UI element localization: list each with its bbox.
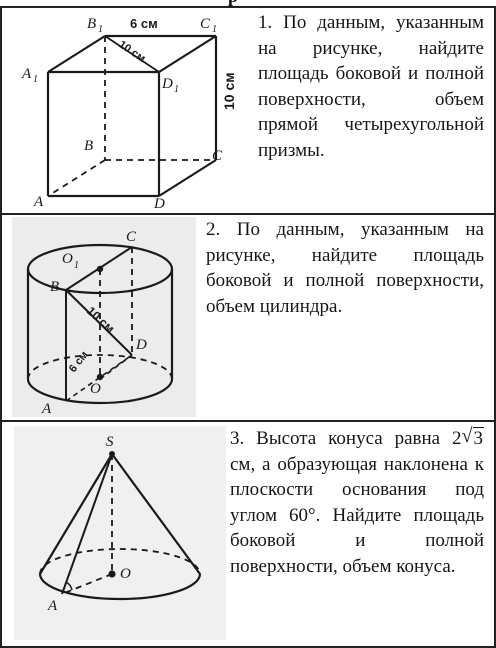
table-left-border xyxy=(0,6,2,648)
label-A: A xyxy=(41,401,52,417)
label-C: C xyxy=(212,148,223,164)
label-A1-sub: 1 xyxy=(33,74,38,85)
measure-chord: 10 см xyxy=(84,304,117,336)
cylinder-figure: O 1 C B D O A 10 см 6 см xyxy=(12,217,196,417)
label-A1: A xyxy=(21,66,32,82)
task-3-text-before: 3. Высота конуса равна xyxy=(230,428,441,449)
sqrt-symbol: √3 xyxy=(461,425,484,449)
measure-diagonal: 10 см xyxy=(116,39,147,65)
cone-figure: S O A xyxy=(14,426,226,640)
label-C1: C xyxy=(200,16,211,32)
label-O: O xyxy=(90,381,101,397)
table-right-border xyxy=(494,6,496,648)
measure-top-edge: 6 см xyxy=(130,16,158,31)
measure-radius: 6 см xyxy=(67,349,91,375)
label-O1-sub: 1 xyxy=(74,260,79,271)
label-D1: D xyxy=(161,76,173,92)
label-O: O xyxy=(120,566,131,582)
task-1-text: 1. По данным, указанным на рисунке, найд… xyxy=(258,12,484,161)
task-2-text: 2. По данным, указанным на рисунке, найд… xyxy=(206,219,484,317)
row-divider-1 xyxy=(0,213,496,215)
header-strip: р xyxy=(0,0,496,8)
label-O1: O xyxy=(62,251,73,267)
label-B: B xyxy=(84,138,93,154)
label-D: D xyxy=(135,337,147,353)
table-bottom-border xyxy=(0,646,496,648)
height-formula: 2√3 xyxy=(452,425,484,449)
label-A: A xyxy=(33,194,44,210)
label-A: A xyxy=(47,598,58,614)
label-B1-sub: 1 xyxy=(98,24,103,35)
cut-off-header: р xyxy=(228,0,238,7)
label-C: C xyxy=(126,229,137,245)
label-B1: B xyxy=(87,16,96,32)
task-3-text-after: см, а образующая наклонена к плоскости о… xyxy=(230,453,484,577)
task-3-text: 3. Высота конуса равна 2√3 см, а образую… xyxy=(230,425,484,579)
label-C1-sub: 1 xyxy=(212,24,217,35)
row-divider-2 xyxy=(0,420,496,422)
prism-figure: B 1 C 1 A 1 D 1 B C A D 6 см 10 см 10 см xyxy=(14,10,250,210)
table-top-border xyxy=(0,6,496,8)
label-D: D xyxy=(153,196,165,210)
label-D1-sub: 1 xyxy=(174,84,179,95)
label-B: B xyxy=(50,279,59,295)
measure-height: 10 см xyxy=(221,72,237,110)
label-S: S xyxy=(106,434,114,450)
